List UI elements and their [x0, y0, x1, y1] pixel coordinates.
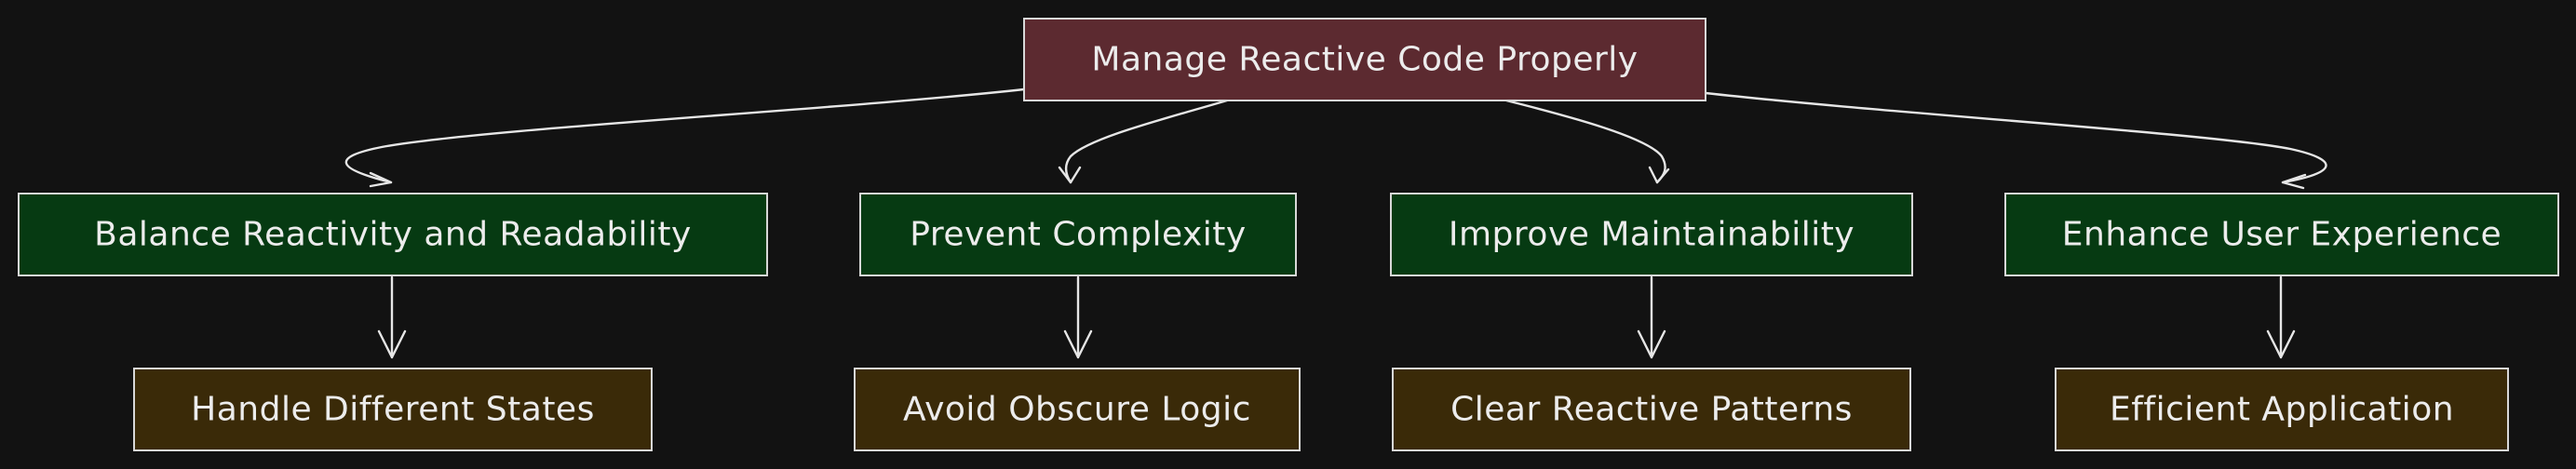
arrowhead — [369, 171, 393, 188]
category-node-label: Improve Maintainability — [1449, 216, 1854, 254]
arrowhead — [1063, 329, 1093, 359]
arrowhead — [377, 329, 407, 359]
category-node-box — [2004, 193, 2559, 276]
arrowhead — [2266, 329, 2296, 359]
root-node: Manage Reactive Code Properly — [1023, 18, 1706, 101]
category-node-box — [859, 193, 1297, 276]
arrowhead — [1648, 166, 1670, 184]
category-node-label: Balance Reactivity and Readability — [94, 216, 692, 254]
edge-root-to-enhance — [1704, 91, 2327, 184]
root-node-label: Manage Reactive Code Properly — [1091, 41, 1638, 79]
category-node-box — [1390, 193, 1913, 276]
leaf-node-box — [133, 368, 653, 451]
category-node-balance: Balance Reactivity and Readability — [18, 193, 768, 276]
leaf-node-label: Handle Different States — [191, 391, 595, 429]
leaf-node-label: Clear Reactive Patterns — [1450, 391, 1853, 429]
edge-root-to-balance — [344, 87, 1026, 184]
child-edges — [377, 275, 2296, 359]
category-node-label: Prevent Complexity — [910, 216, 1246, 254]
arrowhead — [1637, 329, 1666, 359]
leaf-node-box — [854, 368, 1301, 451]
leaf-node-label: Efficient Application — [2110, 391, 2454, 429]
edge-root-to-prevent — [1064, 99, 1229, 184]
leaf-node-box — [1392, 368, 1911, 451]
leaf-node-efficient: Efficient Application — [2055, 368, 2509, 451]
category-node-label: Enhance User Experience — [2062, 216, 2502, 254]
category-node-enhance: Enhance User Experience — [2004, 193, 2559, 276]
category-node-prevent: Prevent Complexity — [859, 193, 1297, 276]
leaf-node-box — [2055, 368, 2509, 451]
arrowhead — [2281, 173, 2307, 190]
category-node-box — [18, 193, 768, 276]
leaf-node-clear: Clear Reactive Patterns — [1392, 368, 1911, 451]
category-node-improve: Improve Maintainability — [1390, 193, 1913, 276]
root-edges — [344, 87, 2327, 190]
edge-root-to-improve — [1504, 99, 1666, 184]
leaf-node-avoid: Avoid Obscure Logic — [854, 368, 1301, 451]
arrowhead — [1058, 166, 1082, 184]
root-node-box — [1023, 18, 1706, 101]
leaf-node-label: Avoid Obscure Logic — [903, 391, 1251, 429]
leaf-node-handle: Handle Different States — [133, 368, 653, 451]
